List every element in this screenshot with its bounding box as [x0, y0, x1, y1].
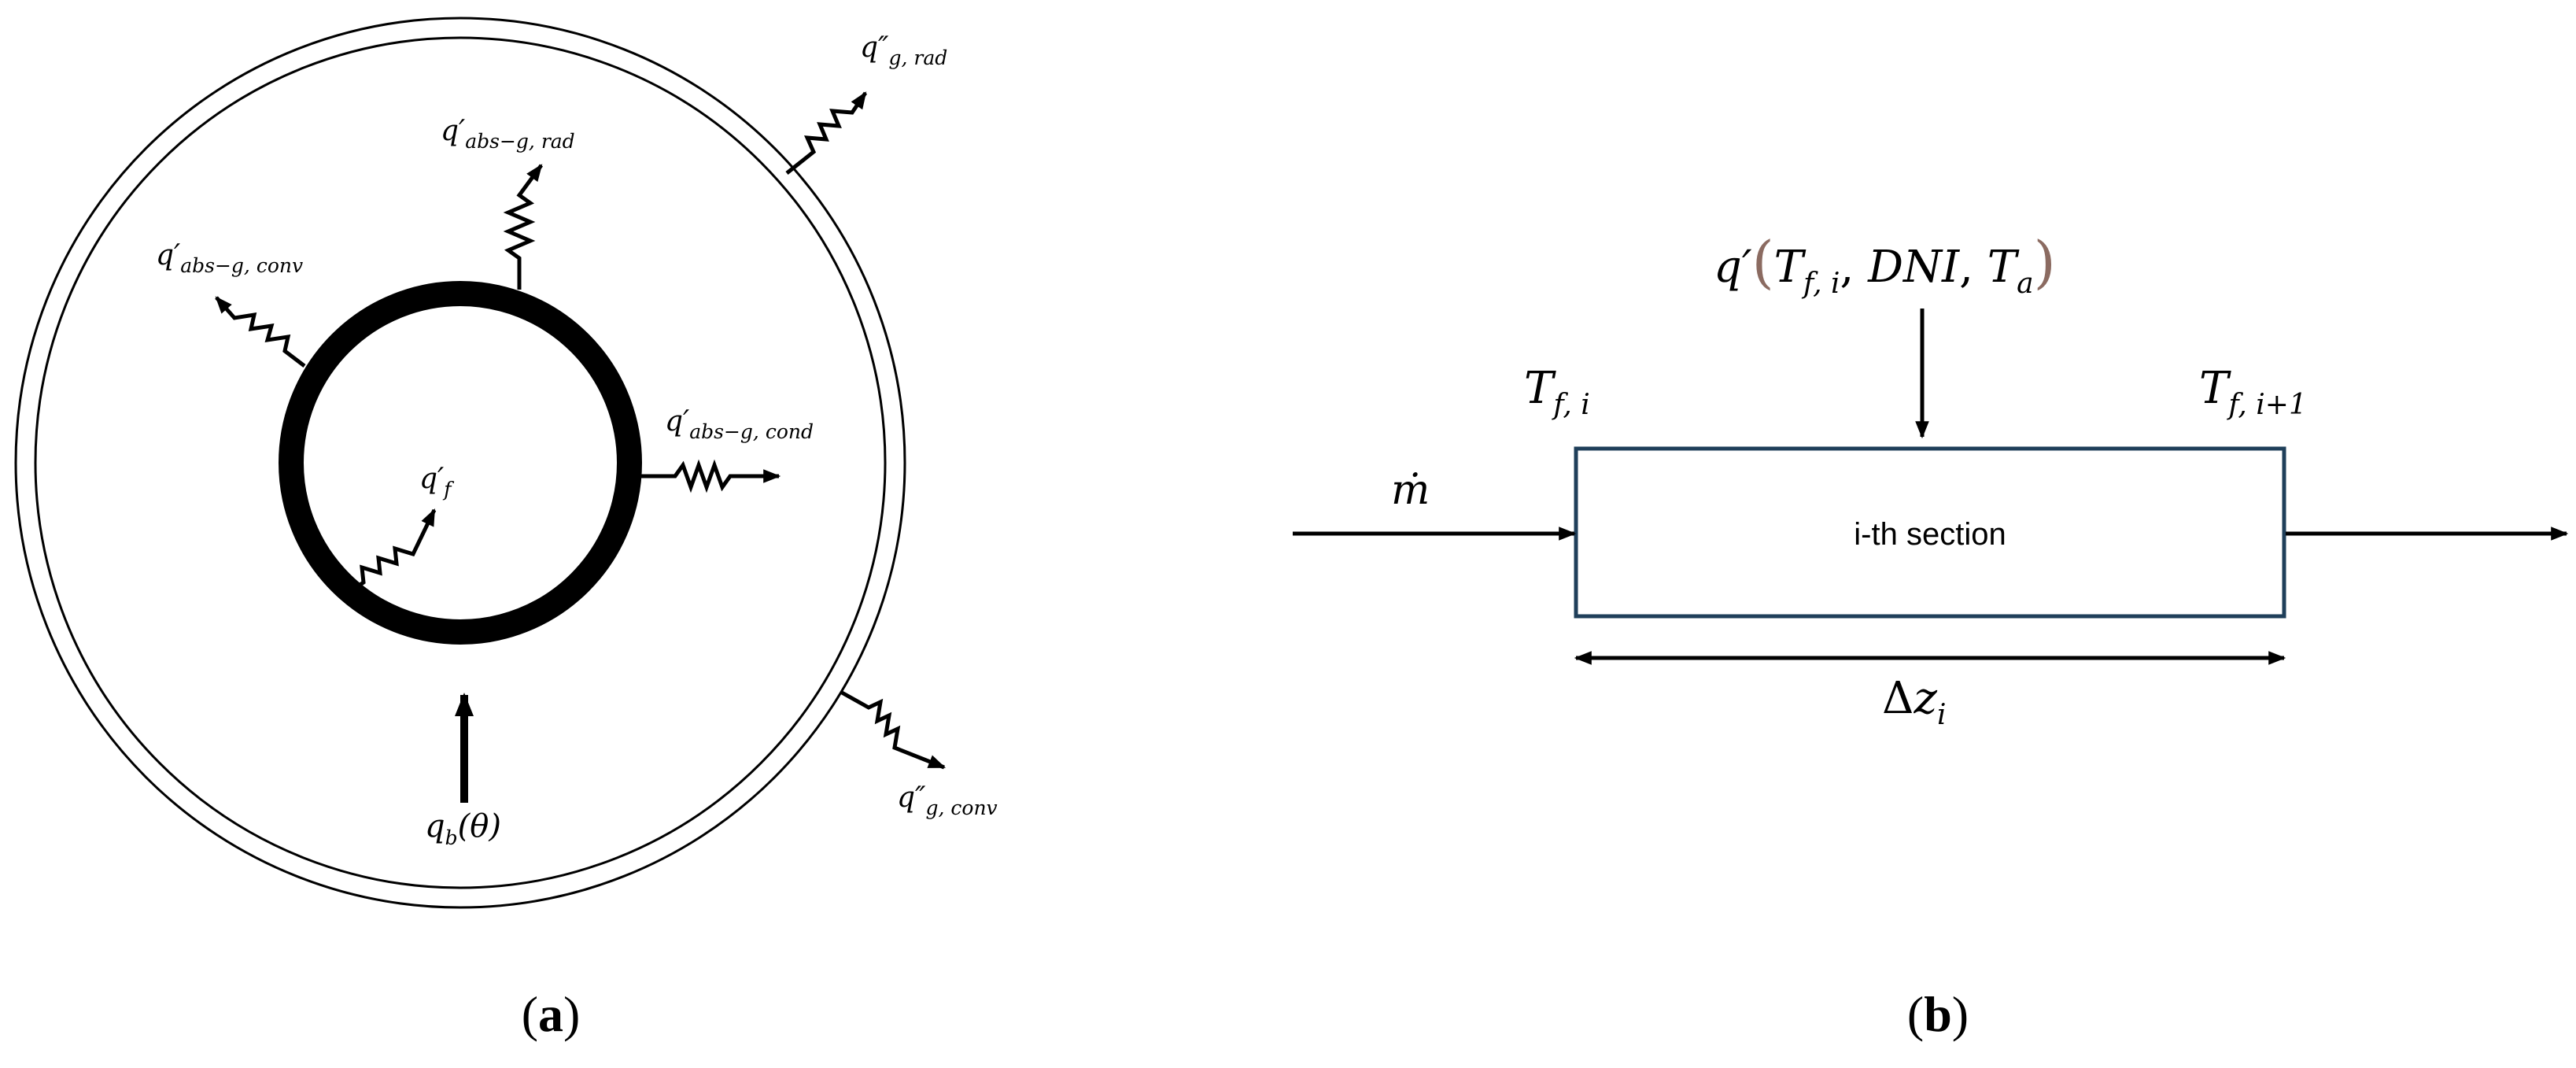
- flux-arrow-g-conv: [840, 690, 947, 770]
- label-q-g-conv: q″g, conv: [897, 782, 998, 819]
- flux-arrow-f: [345, 508, 437, 597]
- caption-a: (a): [522, 986, 581, 1042]
- flux-arrow-abs-g-rad: [503, 164, 544, 290]
- panel-b: i-th section q′(Tf, i, DNI, Ta) Tf, i Tf…: [1293, 229, 2569, 1042]
- label-q-f: q′f: [419, 463, 454, 501]
- panel-a: q″g, rad q′abs−g, rad q′abs−g, conv q′ab…: [14, 17, 998, 1042]
- label-outlet-temp: Tf, i+1: [2199, 363, 2307, 421]
- label-length: Δzi: [1882, 673, 1946, 731]
- label-q-abs-g-rad: q′abs−g, rad: [441, 115, 575, 153]
- absorber-tube: [279, 281, 642, 645]
- flux-arrow-abs-g-conv: [215, 296, 306, 368]
- label-q-g-rad: q″g, rad: [860, 31, 947, 69]
- caption-b: (b): [1907, 986, 1969, 1042]
- section-box: [1574, 446, 2286, 619]
- label-mass-flow: ṁ: [1391, 467, 1430, 514]
- section-label: i-th section: [1854, 517, 2006, 552]
- label-heat-input: q′(Tf, i, DNI, Ta): [1714, 229, 2056, 300]
- flux-arrow-abs-g-cond: [641, 459, 781, 493]
- label-q-b: qb(θ): [425, 808, 501, 849]
- glass-envelope-outer: [14, 17, 906, 909]
- label-inlet-temp: Tf, i: [1524, 363, 1590, 421]
- label-q-abs-g-conv: q′abs−g, conv: [156, 239, 303, 277]
- label-q-abs-g-cond: q′abs−g, cond: [665, 405, 814, 443]
- glass-envelope-inner: [34, 36, 887, 889]
- flux-arrow-g-rad: [785, 91, 868, 175]
